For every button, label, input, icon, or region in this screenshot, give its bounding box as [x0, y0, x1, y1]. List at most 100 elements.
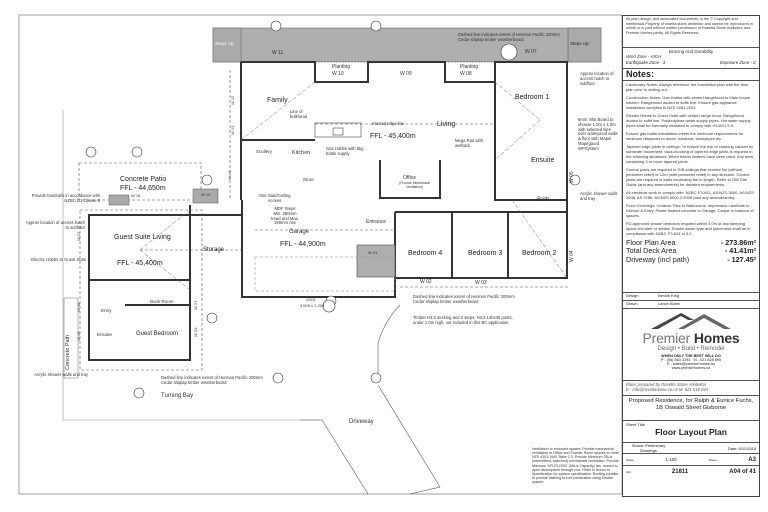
window-label: W 16: [131, 193, 141, 198]
area-label: Floor Plan Area: [626, 238, 676, 247]
window-label: W 04: [569, 250, 575, 262]
note-item: Ensure gas bottle installation meets the…: [626, 131, 744, 141]
area-row: Floor Plan Area - 273.86m²: [626, 238, 756, 247]
ventilation-note: Ventilation to enclosed spaces: Provide …: [532, 447, 619, 484]
weatherboard-note-bottom: Dashed line indicates extent of Herman P…: [161, 375, 263, 385]
company-name: Premier Homes: [642, 330, 740, 346]
decking-note: Timber H3.2 decking and 2 steps, H3.2 14…: [413, 315, 513, 325]
prepared-contact: E - info@rosettastone.co.nz M. 021 519 0…: [626, 387, 708, 392]
room-garage: Garage: [289, 229, 310, 235]
room-storage: Storage: [203, 247, 225, 253]
window-label: W 02: [420, 279, 432, 285]
living-ffl: FFL - 45,400m: [370, 133, 416, 140]
concrete-path-label: Concrete Path: [65, 334, 71, 370]
steps-up-left-label: Steps Up: [215, 41, 234, 46]
room-bath: Bath: [537, 197, 550, 203]
window-label: W 14: [227, 170, 232, 180]
planting-label: Planting: [332, 64, 351, 70]
scale-label: Scale: [626, 457, 634, 462]
room-scullery: Scullery: [256, 149, 273, 154]
mega-rad-note: Mega Rad with wetback: [455, 138, 483, 148]
window-label: W 03: [475, 280, 487, 286]
garage-ffl: FFL - 44,900m: [280, 241, 326, 248]
steps-left: [212, 27, 242, 63]
rear-deck: [212, 27, 602, 63]
weatherboard-note-mid: Dashed line indicates extent of Herman P…: [413, 294, 515, 304]
entrance-deck: [356, 244, 396, 278]
window-label: W 12: [230, 95, 235, 105]
note-item: Construction Notes: Gas Hobbs with vente…: [626, 95, 751, 110]
area-row: Total Deck Area- 41.41m²: [626, 246, 756, 256]
drawn-value: Lance Alden: [658, 301, 681, 306]
notes-list: Cautionary Notes: Always reference the f…: [623, 81, 759, 293]
sheet-title: Floor Layout Plan: [655, 427, 727, 437]
bulkhead-label: Line of bulkhead: [290, 109, 307, 119]
villa-board-note: 6mm Villa Board to shower 1.0m x 1.0m wi…: [578, 117, 618, 151]
area-value: - 127.45²: [727, 254, 756, 264]
area-value: - 273.86m²: [720, 238, 756, 247]
room-store: Store: [303, 177, 314, 182]
design-label: Design: [626, 293, 639, 298]
note-item: Floor Coverings: Ceramic Tiles to Bathro…: [626, 203, 754, 218]
company-mobile: M - 021 828 690: [693, 358, 722, 362]
sheet-size-label: Sheet: [708, 457, 717, 462]
status-row: Status: Preliminary Drawings Date: 6/11/…: [623, 443, 759, 454]
handrails-note: Provide handrails in accordance with NZB…: [31, 193, 100, 203]
office-ventilation-note: (Provide Mechanical Ventilation): [399, 181, 430, 189]
driveway-outline: [300, 304, 441, 495]
note-item: All electrical work to comply with: NZBC…: [626, 190, 754, 200]
access-hatch-note-left: Approx location of access hatch to subfl…: [25, 220, 85, 230]
window-label: W 07: [525, 49, 537, 55]
room-ensuite: Ensuite: [531, 157, 555, 164]
company-slogan: WHEN ONLY THE BEST WILL DO: [661, 354, 721, 358]
window-label: W 08: [460, 71, 472, 77]
company-tagline: Design • Build • Remodel: [657, 346, 725, 352]
garage-door: [254, 256, 396, 292]
note-item: Tapered edge joints in ceilings: To redu…: [626, 144, 754, 164]
sheet-size: A3: [748, 456, 756, 463]
mdf-steps-note: MDF Steps Min. 280mm tread and Max. 190m…: [271, 206, 299, 226]
room-guest-ensuite: Ensuite: [97, 332, 113, 337]
room-living: Living: [437, 121, 456, 128]
copyright-notice: All plan design, and associated document…: [623, 16, 759, 48]
scale-row: Scale 1:100 Sheet A3: [623, 454, 759, 466]
window-label: W 20: [193, 327, 198, 337]
wind-zone: Wind Zone - HIGH: [626, 54, 662, 60]
room-bedroom-2: Bedroom 2: [522, 250, 557, 257]
patio-ffl: FFL - 44,650m: [120, 185, 166, 192]
driveway-label: Driveway: [349, 419, 374, 425]
note-item: Electric Hobbs to Guest Suite with vente…: [626, 113, 751, 128]
room-bedroom-1: Bedroom 1: [515, 94, 550, 101]
window-label: W 19: [76, 331, 81, 341]
room-bunk: Bunk Room: [150, 299, 174, 304]
attic-access-label: Attic Stair/Ceiling Access: [258, 193, 291, 203]
room-office: Office: [403, 175, 416, 181]
sheet-title-block: Sheet Title Floor Layout Plan: [623, 421, 759, 443]
turning-bay-label: Turning Bay: [161, 393, 194, 399]
bracing-title: Bracing And Durability: [668, 49, 714, 54]
steps-up-right-label: Steps Up: [570, 41, 589, 46]
window-label: W 11: [272, 50, 284, 56]
earthquake-zone: Earthquake Zone - 3: [626, 59, 666, 65]
window-label: W 17: [76, 231, 81, 241]
title-block: All plan design, and associated document…: [622, 15, 760, 497]
company-logo-block: Premier Homes Design • Build • Remodel W…: [623, 309, 759, 381]
note-item: Cautionary Notes: Always reference the f…: [626, 82, 749, 92]
garage-door-size: 4,600 x 2,200: [300, 303, 325, 308]
company-email[interactable]: E - sales@premierhomes.nz: [667, 362, 715, 366]
area-label: Driveway (incl path): [626, 254, 690, 264]
window-label: W 21: [193, 300, 198, 310]
weatherboard-note-top: Dashed line indicates extent of Herman P…: [458, 32, 560, 42]
area-row: Driveway (incl path) - 127.45²: [626, 254, 756, 264]
job-row: Job 21811 A04 of 41: [623, 466, 759, 478]
company-website[interactable]: www.premierhomes.nz: [671, 366, 711, 370]
status: Status: Preliminary Drawings: [631, 443, 666, 453]
note-item: FD-approved smoke detectors required wit…: [626, 221, 751, 236]
access-hatch-note-right: Approx location of access hatch to subfl…: [580, 71, 614, 86]
area-label: Total Deck Area: [626, 246, 677, 256]
room-kitchen: Kitchen: [292, 150, 311, 156]
room-guest-bedroom: Guest Bedroom: [136, 331, 179, 337]
